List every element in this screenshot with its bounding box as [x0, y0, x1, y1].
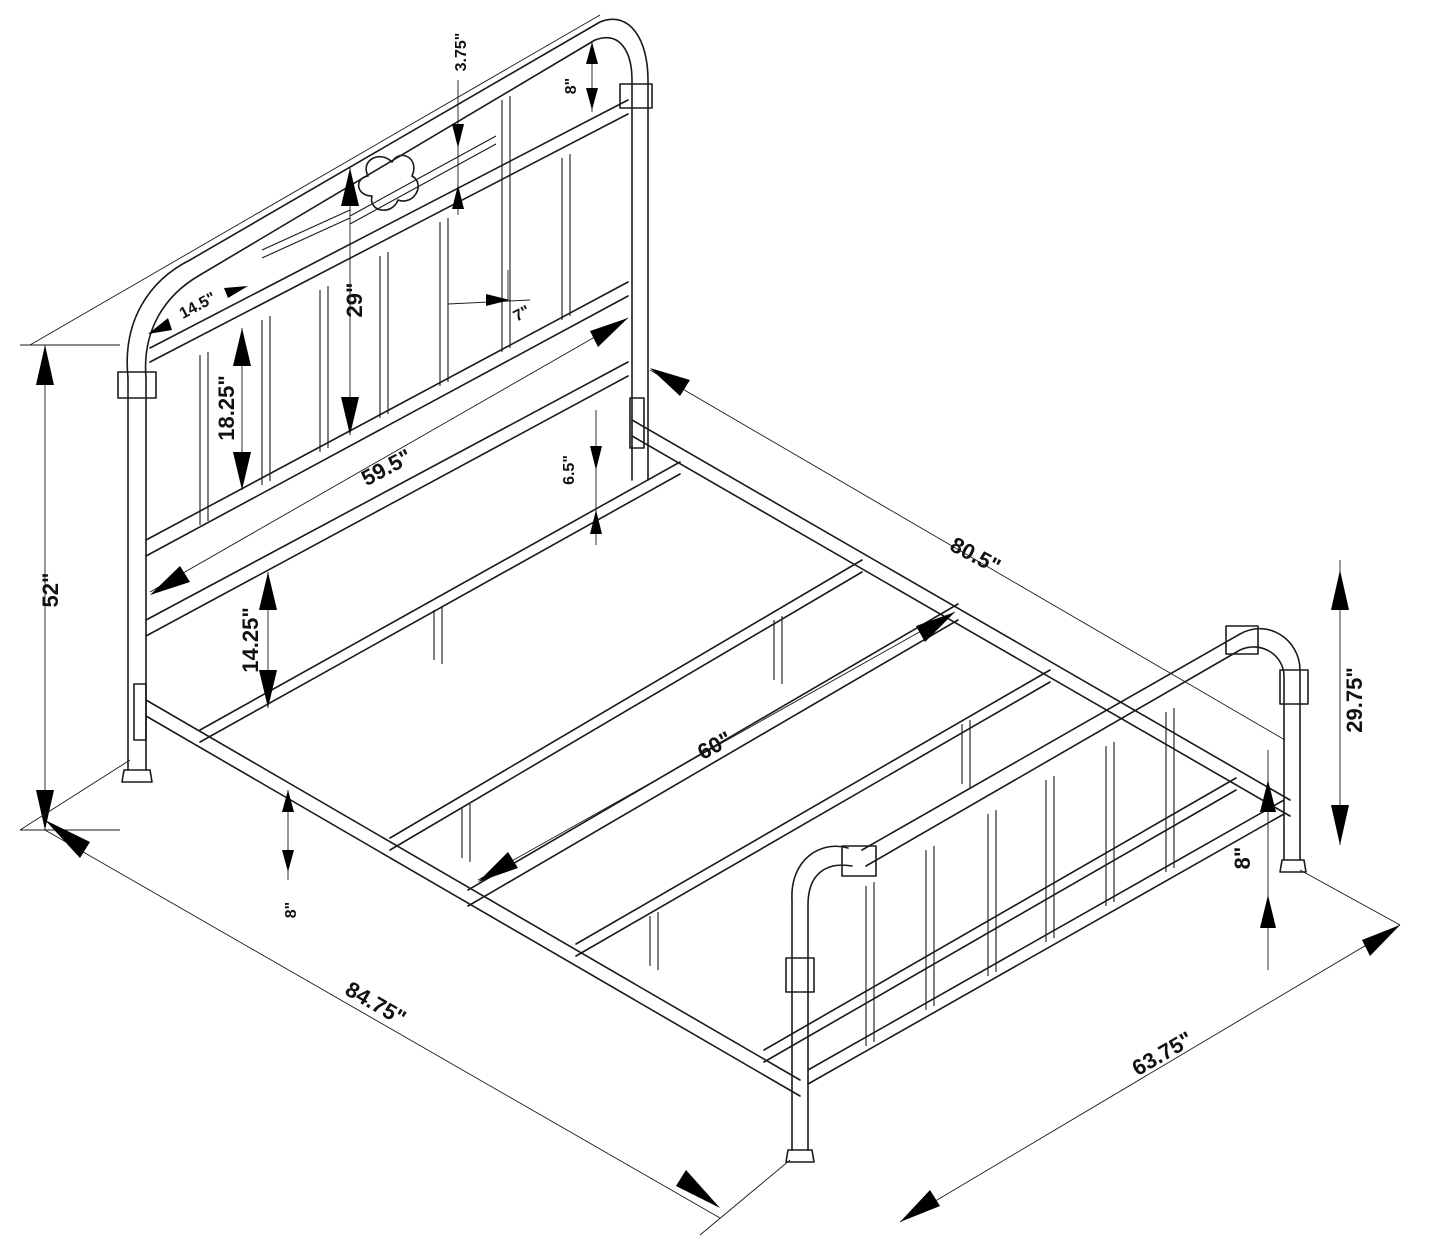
dimension-labels: 52" 3.75" 8" 29" 14.5" 7" 18.25" 59.5" 6…: [38, 33, 1367, 1081]
label-arch-width: 14.5": [177, 289, 219, 322]
label-overall-length: 84.75": [341, 976, 410, 1030]
label-rail-to-headboard: 14.25": [238, 607, 263, 672]
label-footboard-height: 29.75": [1342, 667, 1367, 732]
label-top-gap: 8": [563, 78, 580, 94]
label-spindle-spacing: 7": [511, 303, 534, 326]
label-panel-height: 29": [342, 283, 367, 318]
label-rail-offset: 6.5": [561, 455, 578, 485]
dimension-lines: [19, 14, 1401, 1236]
label-inner-width: 60": [693, 726, 736, 764]
label-headboard-height: 52": [38, 573, 63, 608]
label-finial-cap: 3.75": [453, 33, 470, 72]
label-headboard-width: 59.5": [357, 444, 416, 491]
footboard: [785, 625, 1309, 1163]
label-inner-length: 80.5": [946, 532, 1005, 579]
label-overall-width: 63.75": [1128, 1026, 1197, 1080]
bed-rails: [145, 397, 1291, 1097]
label-spindle-lower: 18.25": [214, 375, 239, 440]
label-leg-clearance-foot: 8": [1230, 847, 1255, 870]
label-leg-clearance-front: 8": [283, 902, 300, 918]
headboard: [117, 18, 653, 783]
